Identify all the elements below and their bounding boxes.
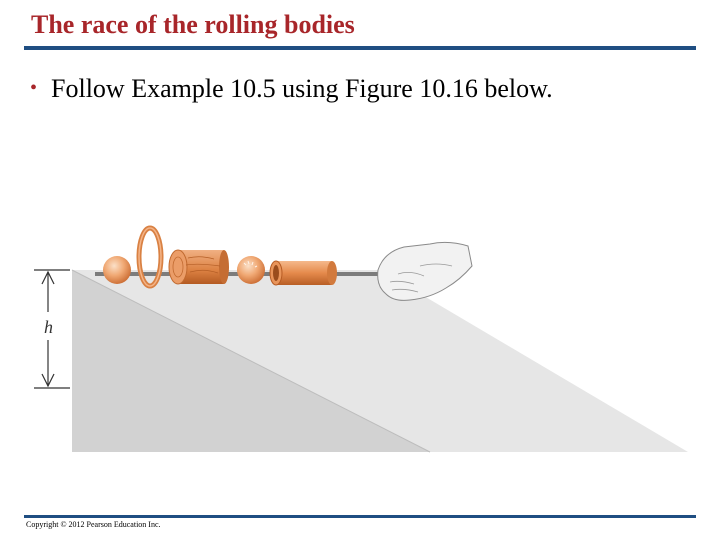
solid-cylinder [168,249,229,285]
height-label: h [44,317,53,337]
bullet-item: • Follow Example 10.5 using Figure 10.16 … [30,74,553,104]
copyright-text: Copyright © 2012 Pearson Education Inc. [26,520,161,529]
height-dimension [34,269,70,389]
footer-rule [24,515,696,518]
ramp-edge [71,269,431,453]
hollow-cylinder [269,260,337,286]
hollow-sphere [237,256,265,284]
bullet-text: Follow Example 10.5 using Figure 10.16 b… [51,74,553,103]
bullet-icon: • [30,77,38,99]
ramp-top-face [72,270,688,452]
title-rule [24,46,696,50]
solid-sphere [103,256,131,284]
ring [136,225,164,289]
slide-title: The race of the rolling bodies [31,10,355,39]
hand [377,241,473,301]
